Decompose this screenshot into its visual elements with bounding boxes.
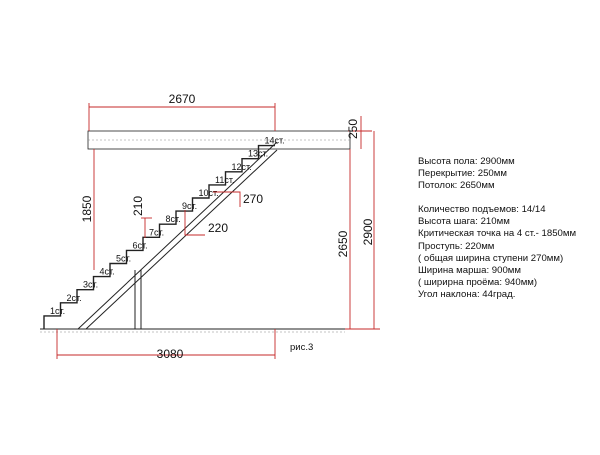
step-label: 5ст.	[116, 254, 131, 264]
info-line: Проступь: 220мм	[418, 240, 495, 252]
dim-tread-270-box	[213, 191, 241, 207]
info-line: Перекрытие: 250мм	[418, 168, 507, 180]
upper-slab	[87, 130, 351, 150]
dim-slab-text: 250	[346, 119, 360, 139]
info-line: Высота пола: 2900мм	[418, 156, 515, 167]
stair-stringer	[77, 141, 278, 330]
figure-label: рис.3	[290, 342, 313, 353]
info-block-heights: Высота пола: 2900мм Перекрытие: 250мм По…	[418, 156, 576, 192]
stringer-line	[85, 149, 278, 330]
step-label: 6ст.	[133, 240, 148, 250]
stair-parameters: Высота пола: 2900мм Перекрытие: 250мм По…	[418, 156, 576, 301]
step-label: 1ст.	[50, 306, 65, 316]
dim-tread-220-text: 220	[208, 221, 228, 235]
step-label: 3ст.	[83, 280, 98, 290]
step-label: 4ст.	[100, 267, 115, 277]
dim-ceiling-height-text: 2650	[336, 230, 350, 257]
info-line: ( общая ширина ступени 270мм)	[418, 252, 564, 264]
step-label: 9ст.	[182, 201, 197, 211]
step-label: 7ст.	[149, 227, 164, 237]
step-label: 8ст.	[166, 214, 181, 224]
info-line: Ширина марша: 900мм	[418, 264, 521, 276]
info-line: Потолок: 2650мм	[418, 180, 495, 192]
info-block-stair: Количество подъемов: 14/14 Высота шага: …	[418, 204, 576, 301]
info-line: Количество подъемов: 14/14	[418, 204, 546, 216]
step-outline	[43, 144, 275, 329]
info-line: Высота шага: 210мм	[418, 216, 510, 228]
dim-floor-height-text: 2900	[361, 218, 375, 245]
dim-top-width-text: 2670	[169, 92, 196, 106]
step-label: 11ст.	[215, 175, 234, 185]
dim-1850-text: 1850	[80, 195, 94, 222]
info-line: ( ширирна проёма: 940мм)	[418, 276, 538, 288]
dim-step-height-text: 210	[131, 196, 145, 216]
step-label: 10ст.	[199, 188, 219, 198]
info-line: Угол наклона: 44град.	[418, 288, 516, 300]
step-label: 14ст.	[265, 136, 285, 146]
dim-tread-270-text: 270	[243, 192, 263, 206]
dim-tread-220-box	[184, 210, 205, 236]
step-label: 2ст.	[67, 293, 82, 303]
dim-base-width-text: 3080	[157, 347, 184, 361]
step-labels: 1ст.2ст.3ст.4ст.5ст.6ст.7ст.8ст.9ст.10ст…	[50, 136, 285, 316]
step-label: 13ст.	[248, 149, 268, 159]
info-line: Критическая точка на 4 ст.- 1850мм	[418, 228, 577, 240]
stringer-line	[77, 141, 278, 330]
step-label: 12ст.	[232, 162, 252, 172]
